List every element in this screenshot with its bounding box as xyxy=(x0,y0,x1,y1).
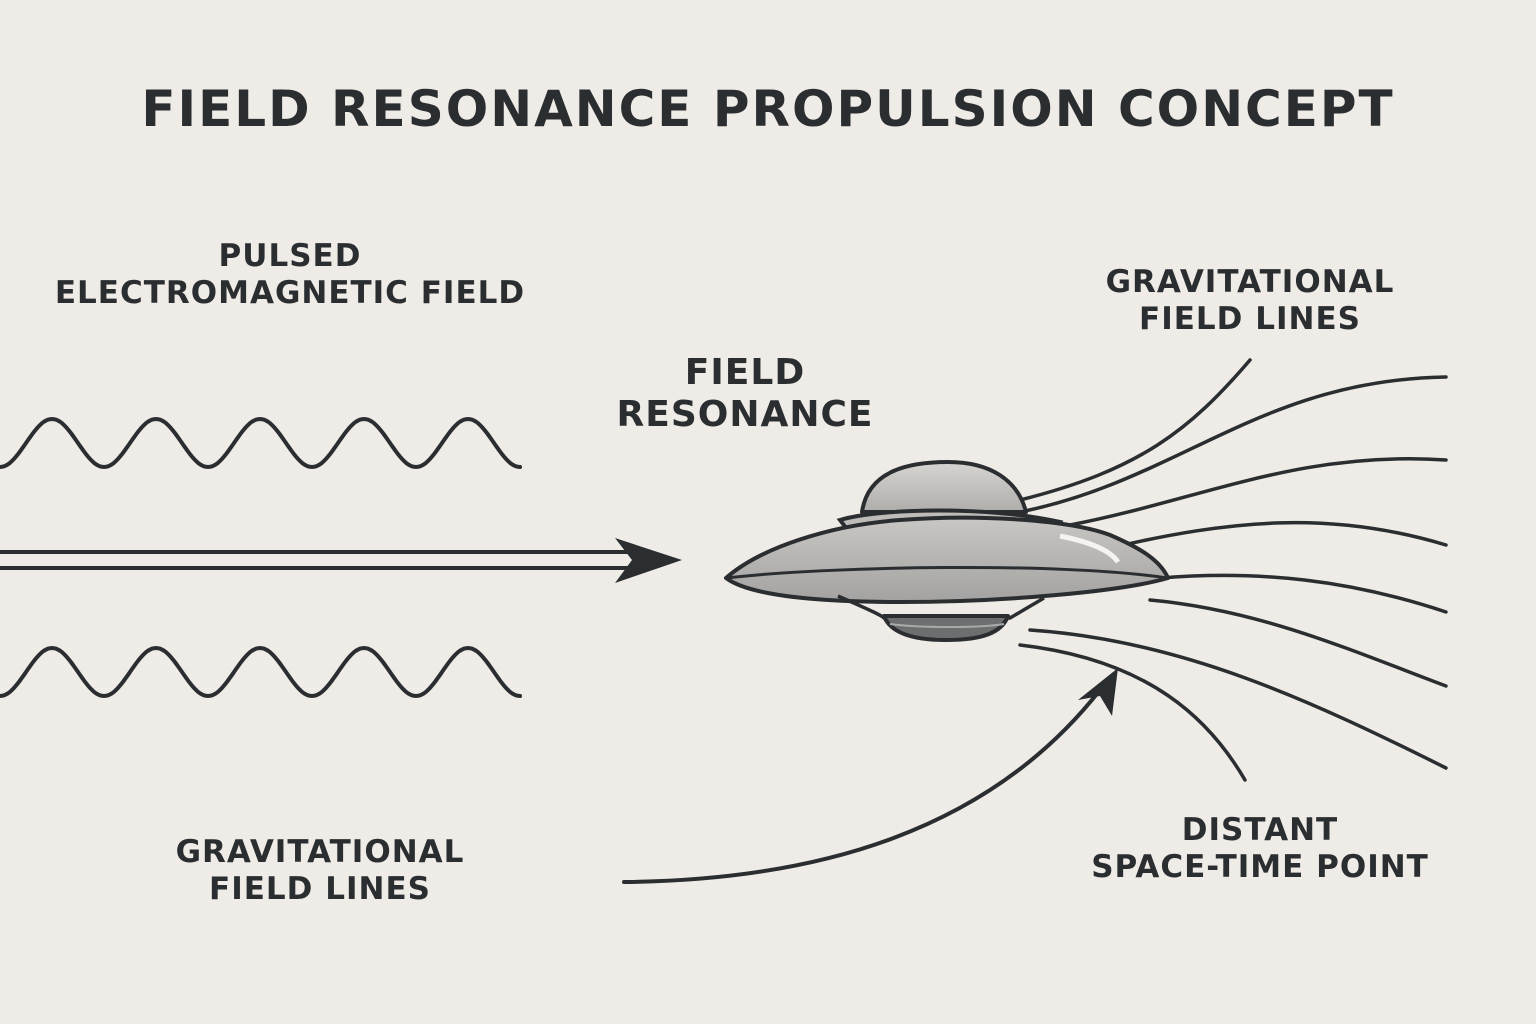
gravitational-arrow xyxy=(622,668,1118,884)
grav-top-label-line-1: GRAVITATIONAL xyxy=(1105,264,1395,300)
gravitational-field-lines-label-bottom: GRAVITATIONAL FIELD LINES xyxy=(160,834,480,907)
pulsed-wave-bottom xyxy=(0,645,522,699)
pulsed-field-label-line-2: ELECTROMAGNETIC FIELD xyxy=(54,274,526,311)
grav-top-label-line-2: FIELD LINES xyxy=(1139,300,1361,337)
distant-space-time-point-label: DISTANT SPACE-TIME POINT xyxy=(1080,812,1440,885)
field-resonance-label-line-2: RESONANCE xyxy=(616,394,874,436)
pulsed-field-label-line-1: PULSED xyxy=(218,238,362,274)
diagram-title: FIELD RESONANCE PROPULSION CONCEPT xyxy=(141,80,1395,138)
grav-bottom-label-line-1: GRAVITATIONAL xyxy=(175,834,465,870)
field-arrow xyxy=(0,538,682,583)
pulsed-field-label: PULSED ELECTROMAGNETIC FIELD xyxy=(40,238,540,311)
gravitational-field-lines-label-top: GRAVITATIONAL FIELD LINES xyxy=(1090,264,1410,337)
field-resonance-label-line-1: FIELD xyxy=(684,352,806,393)
distant-label-line-1: DISTANT xyxy=(1181,812,1339,848)
gravitational-field-lines-right xyxy=(1018,358,1448,782)
pulsed-wave-top xyxy=(0,416,522,470)
field-resonance-label: FIELD RESONANCE xyxy=(600,352,890,437)
flying-saucer-icon xyxy=(724,460,1170,642)
grav-bottom-label-line-2: FIELD LINES xyxy=(209,870,431,907)
distant-label-line-2: SPACE-TIME POINT xyxy=(1091,848,1429,885)
